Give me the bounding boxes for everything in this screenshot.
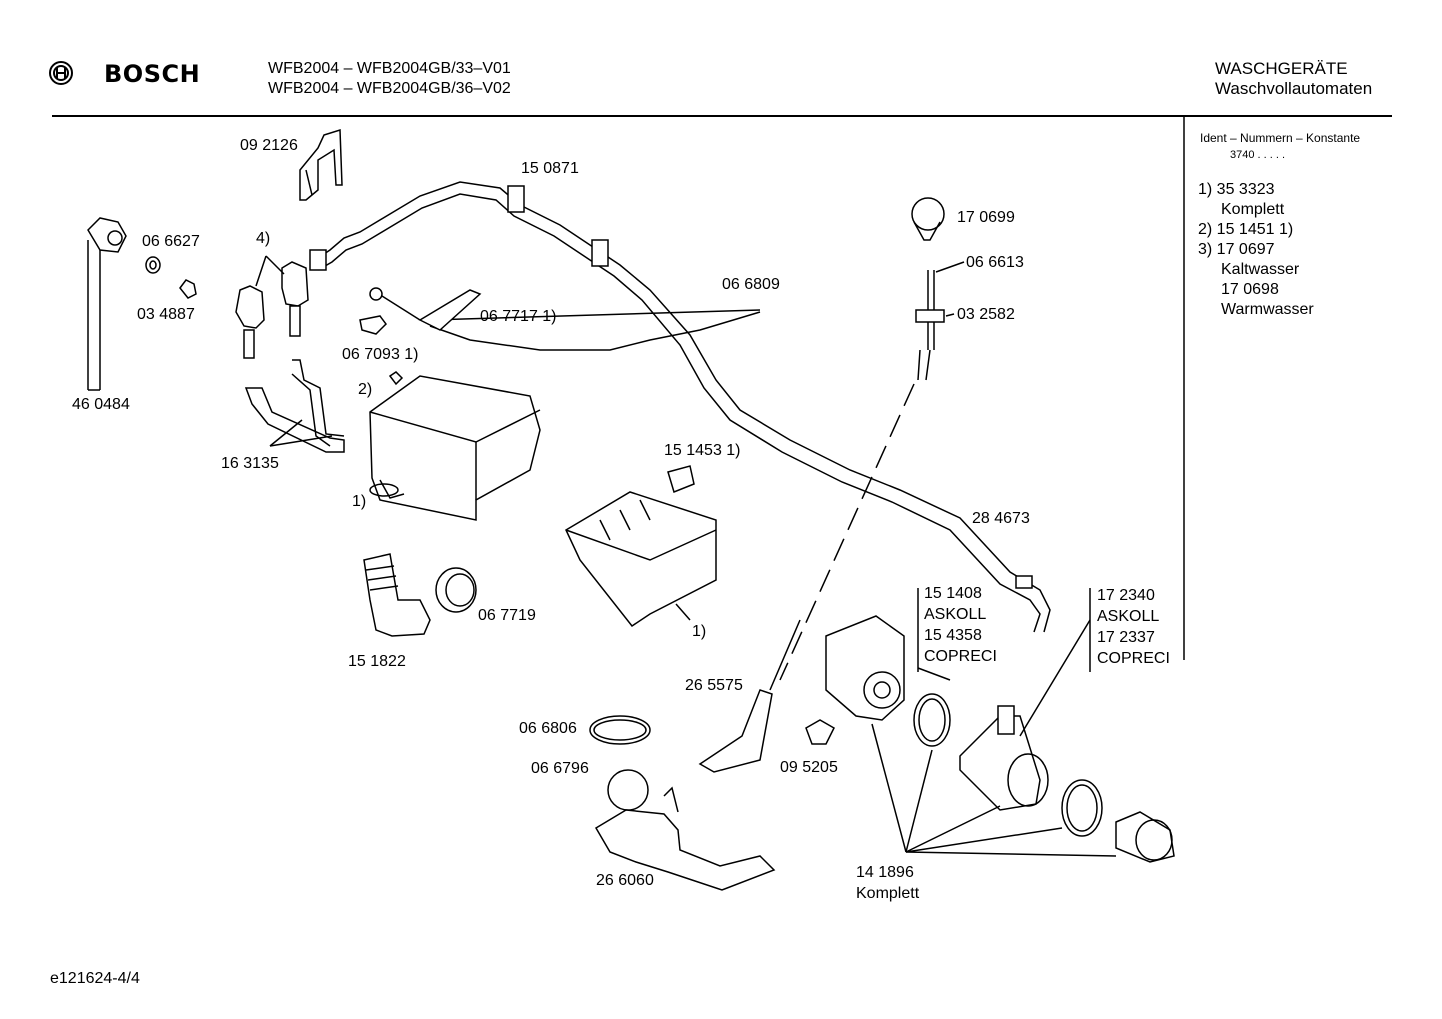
part-1a: 1) — [352, 493, 367, 510]
part-151822: 15 1822 — [348, 653, 406, 670]
part-034887: 03 4887 — [137, 306, 195, 323]
pump-option-1-line-4: COPRECI — [924, 648, 997, 665]
legend-line-5: Kaltwasser — [1221, 261, 1300, 278]
part-032582: 03 2582 — [957, 306, 1015, 323]
part-2: 2) — [358, 381, 373, 398]
part-150871: 15 0871 — [521, 160, 579, 177]
legend-heading: Ident – Nummern – Konstante — [1200, 131, 1361, 145]
pump-option-2-line-2: ASKOLL — [1097, 608, 1160, 625]
model-line-2: WFB2004 – WFB2004GB/36–V02 — [268, 80, 511, 97]
bosch-logo-icon — [48, 60, 74, 86]
part-066613: 06 6613 — [966, 254, 1024, 271]
part-266060: 26 6060 — [596, 872, 654, 889]
part-066796: 06 6796 — [531, 760, 589, 777]
legend-line-4: 3) 17 0697 — [1198, 241, 1275, 258]
pump-option-1-line-1: 15 1408 — [924, 585, 982, 602]
legend-line-1: 1) 35 3323 — [1198, 181, 1275, 198]
part-066627: 06 6627 — [142, 233, 200, 250]
part-4: 4) — [256, 230, 271, 247]
part-170699: 17 0699 — [957, 209, 1015, 226]
part-067719: 06 7719 — [478, 607, 536, 624]
legend-line-7: Warmwasser — [1221, 301, 1314, 318]
legend-line-3: 2) 15 1451 1) — [1198, 221, 1294, 238]
pump-option-2-line-1: 17 2340 — [1097, 587, 1155, 604]
part-265575: 26 5575 — [685, 677, 743, 694]
part-066806: 06 6806 — [519, 720, 577, 737]
part-066809: 06 6809 — [722, 276, 780, 293]
legend-line-6: 17 0698 — [1221, 281, 1279, 298]
category-line-2: Waschvollautomaten — [1215, 79, 1373, 98]
model-line-1: WFB2004 – WFB2004GB/33–V01 — [268, 60, 511, 77]
pump-option-1-line-3: 15 4358 — [924, 627, 982, 644]
part-284673: 28 4673 — [972, 510, 1030, 527]
part-460484: 46 0484 — [72, 396, 130, 413]
part-141896-komplett: Komplett — [856, 885, 920, 902]
part-092126: 09 2126 — [240, 137, 298, 154]
part-151453: 15 1453 1) — [664, 442, 741, 459]
part-141896: 14 1896 — [856, 864, 914, 881]
part-095205: 09 5205 — [780, 759, 838, 776]
category-line-1: WASCHGERÄTE — [1215, 59, 1348, 78]
pump-option-1-line-2: ASKOLL — [924, 606, 987, 623]
brand-name: BOSCH — [104, 60, 201, 88]
pump-option-2-line-3: 17 2337 — [1097, 629, 1155, 646]
document-id: e121624-4/4 — [50, 970, 140, 987]
legend-constant: 3740 . . . . . — [1230, 149, 1286, 161]
part-067093: 06 7093 1) — [342, 346, 419, 363]
part-163135: 16 3135 — [221, 455, 279, 472]
legend-line-2: Komplett — [1221, 201, 1285, 218]
part-1b: 1) — [692, 623, 707, 640]
pump-option-2-line-4: COPRECI — [1097, 650, 1170, 667]
part-067717: 06 7717 1) — [480, 308, 557, 325]
